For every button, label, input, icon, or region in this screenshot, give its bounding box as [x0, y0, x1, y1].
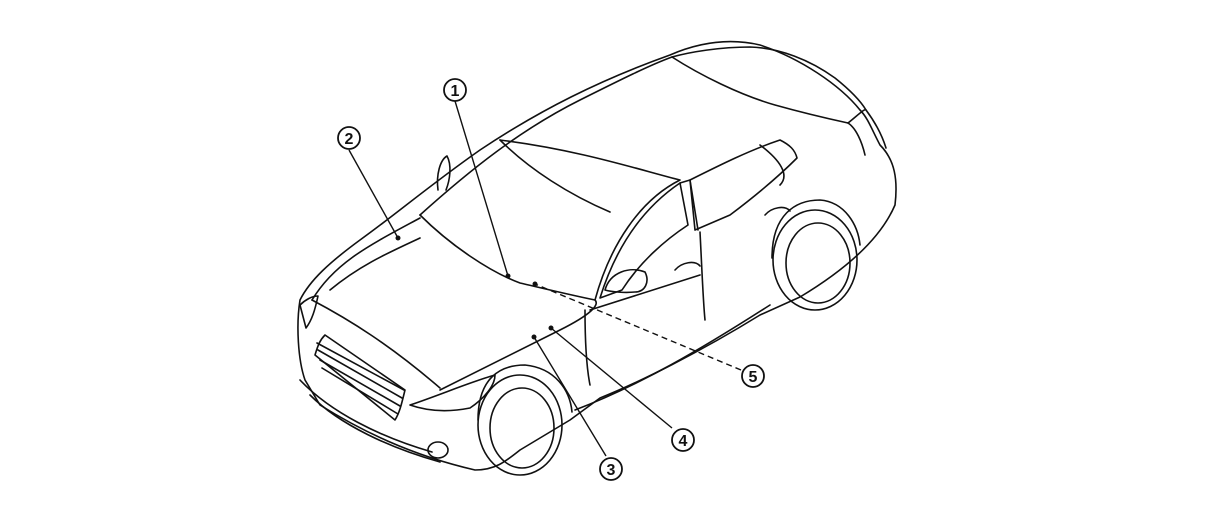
door-handle-rear — [764, 206, 791, 216]
door-handle-front — [674, 261, 701, 271]
location-points — [395, 235, 554, 340]
antenna — [436, 155, 451, 191]
callout-4: 4 — [671, 428, 695, 452]
callout-5: 5 — [741, 364, 765, 388]
callout-3-label: 3 — [607, 462, 616, 479]
rear-wheel — [772, 209, 858, 311]
callout-1-label: 1 — [451, 83, 460, 100]
callout-3: 3 — [599, 457, 623, 481]
rear-window — [671, 56, 849, 124]
rear-side-window — [689, 139, 798, 231]
callout-2-label: 2 — [345, 131, 354, 148]
leader-lines — [348, 100, 742, 457]
hood — [311, 217, 597, 391]
front-bumper — [299, 379, 441, 463]
roof-line — [419, 56, 673, 216]
headlight-right — [299, 295, 319, 329]
fog-lamp — [427, 441, 449, 459]
callout-4-label: 4 — [679, 433, 688, 450]
callout-5-label: 5 — [749, 369, 758, 386]
car-outline — [297, 40, 897, 476]
side-mirror — [604, 268, 648, 294]
windshield — [419, 139, 681, 301]
body-outline — [297, 40, 897, 471]
front-side-window — [599, 182, 689, 299]
callout-2: 2 — [337, 126, 361, 150]
door-line — [584, 309, 591, 386]
headlight-left — [409, 374, 496, 412]
callout-1: 1 — [443, 78, 467, 102]
front-wheel — [477, 374, 563, 476]
grille — [314, 334, 406, 421]
